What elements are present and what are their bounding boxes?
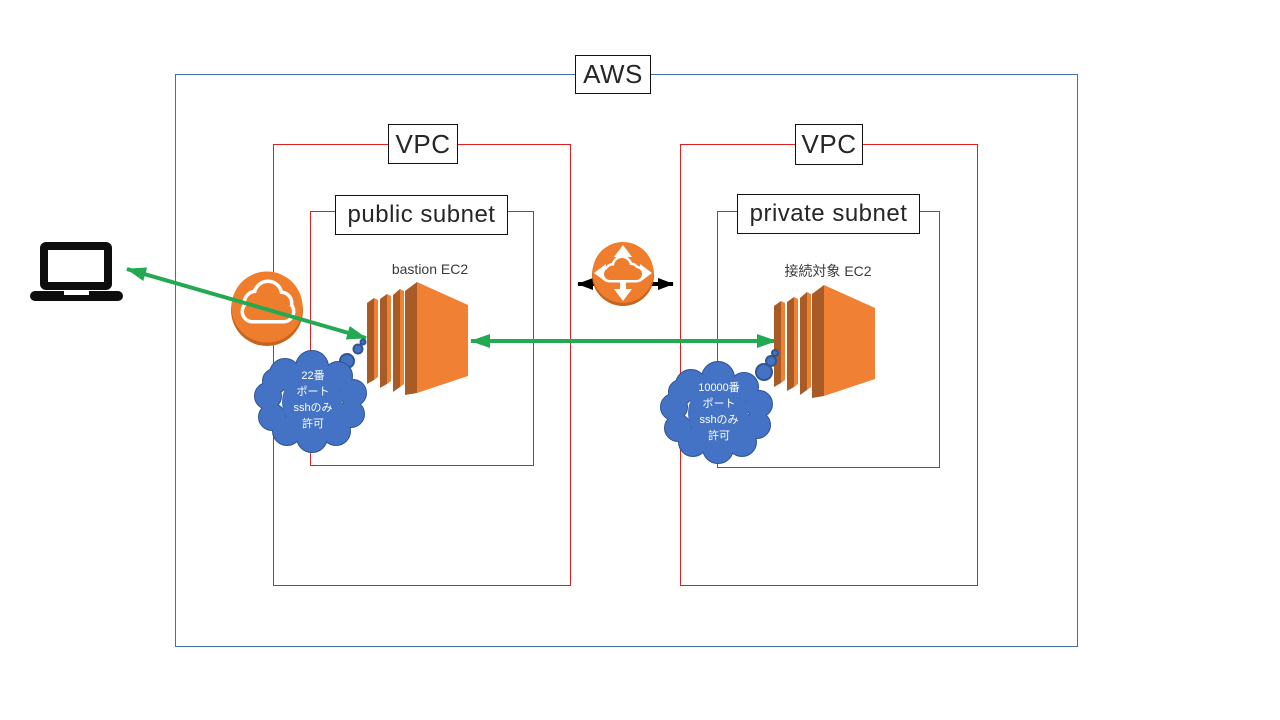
left-security-note-text: 22番 ポート sshのみ 許可 (253, 368, 373, 432)
aws-label: AWS (575, 55, 651, 94)
note-line: ポート (296, 386, 330, 398)
right-vpc-label: VPC (795, 124, 863, 165)
note-line: 許可 (708, 430, 730, 442)
right-security-note-text: 10000番 ポート sshのみ 許可 (659, 380, 779, 444)
public-subnet-label: public subnet (335, 195, 508, 235)
note-line: sshのみ (699, 414, 739, 426)
note-line: 許可 (302, 418, 324, 430)
private-subnet-label: private subnet (737, 194, 920, 234)
note-line: ポート (702, 398, 736, 410)
left-vpc-label: VPC (388, 124, 458, 164)
note-line: 22番 (301, 370, 325, 382)
bastion-ec2-label: bastion EC2 (391, 261, 469, 277)
target-ec2-label: 接続対象 EC2 (784, 263, 872, 279)
note-line: 10000番 (698, 382, 740, 394)
laptop-icon (30, 242, 123, 301)
note-line: sshのみ (293, 402, 333, 414)
